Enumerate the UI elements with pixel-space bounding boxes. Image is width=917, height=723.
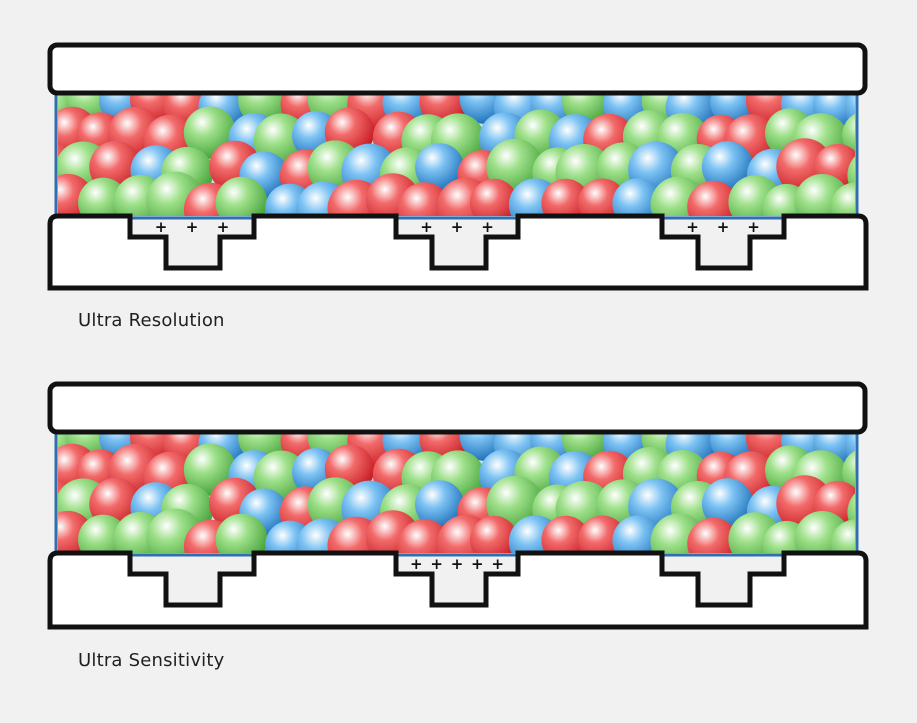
panel-ultra-sensitivity: + + + + + <box>47 381 917 630</box>
panel-ultra-resolution: + + + + + + + + + <box>47 42 917 291</box>
blue-microsphere <box>415 143 464 193</box>
red-microsphere <box>470 515 518 553</box>
blue-microsphere <box>866 114 917 165</box>
blue-microsphere <box>612 515 663 553</box>
caption-ultra-sensitivity: Ultra Sensitivity <box>78 650 225 671</box>
positive-charge-icon: + <box>155 218 168 236</box>
red-microsphere <box>687 180 740 216</box>
top-plate <box>47 381 868 435</box>
positive-charge-icon: + <box>217 218 230 236</box>
red-microsphere <box>873 175 917 226</box>
positive-charge-icon: + <box>686 218 699 236</box>
positive-charge-icon: + <box>430 555 443 573</box>
positive-charge-icon: + <box>491 555 504 573</box>
positive-charge-icon: + <box>481 218 494 236</box>
blue-microsphere <box>866 451 917 502</box>
red-microsphere <box>541 515 590 553</box>
positive-charge-icon: + <box>717 218 730 236</box>
green-microsphere <box>830 182 855 216</box>
positive-charge-icon: + <box>410 555 423 573</box>
green-microsphere <box>215 513 268 553</box>
positive-charge-icon: + <box>747 218 760 236</box>
green-microsphere <box>215 176 268 216</box>
red-microsphere <box>470 178 518 216</box>
green-microsphere <box>830 519 855 553</box>
red-microsphere <box>687 517 740 553</box>
positive-charge-icon: + <box>186 218 199 236</box>
positive-charge-icon: + <box>451 555 464 573</box>
red-microsphere <box>873 512 917 563</box>
red-microsphere <box>541 178 590 216</box>
positive-charge-icon: + <box>471 555 484 573</box>
blue-microsphere <box>415 480 464 529</box>
bottom-electrode-plate <box>47 550 869 630</box>
bottom-electrode-plate <box>47 213 869 291</box>
positive-charge-icon: + <box>451 218 464 236</box>
blue-microsphere <box>701 478 754 530</box>
charge-markers: + + + + + <box>410 555 504 573</box>
microsphere-layer <box>58 95 917 226</box>
positive-charge-icon: + <box>420 218 433 236</box>
top-plate <box>47 42 868 96</box>
charge-markers: + + + + + + + + + <box>155 218 760 236</box>
blue-microsphere <box>701 141 754 193</box>
caption-ultra-resolution: Ultra Resolution <box>78 310 225 331</box>
microsphere-layer <box>58 432 917 563</box>
blue-microsphere <box>612 178 663 216</box>
